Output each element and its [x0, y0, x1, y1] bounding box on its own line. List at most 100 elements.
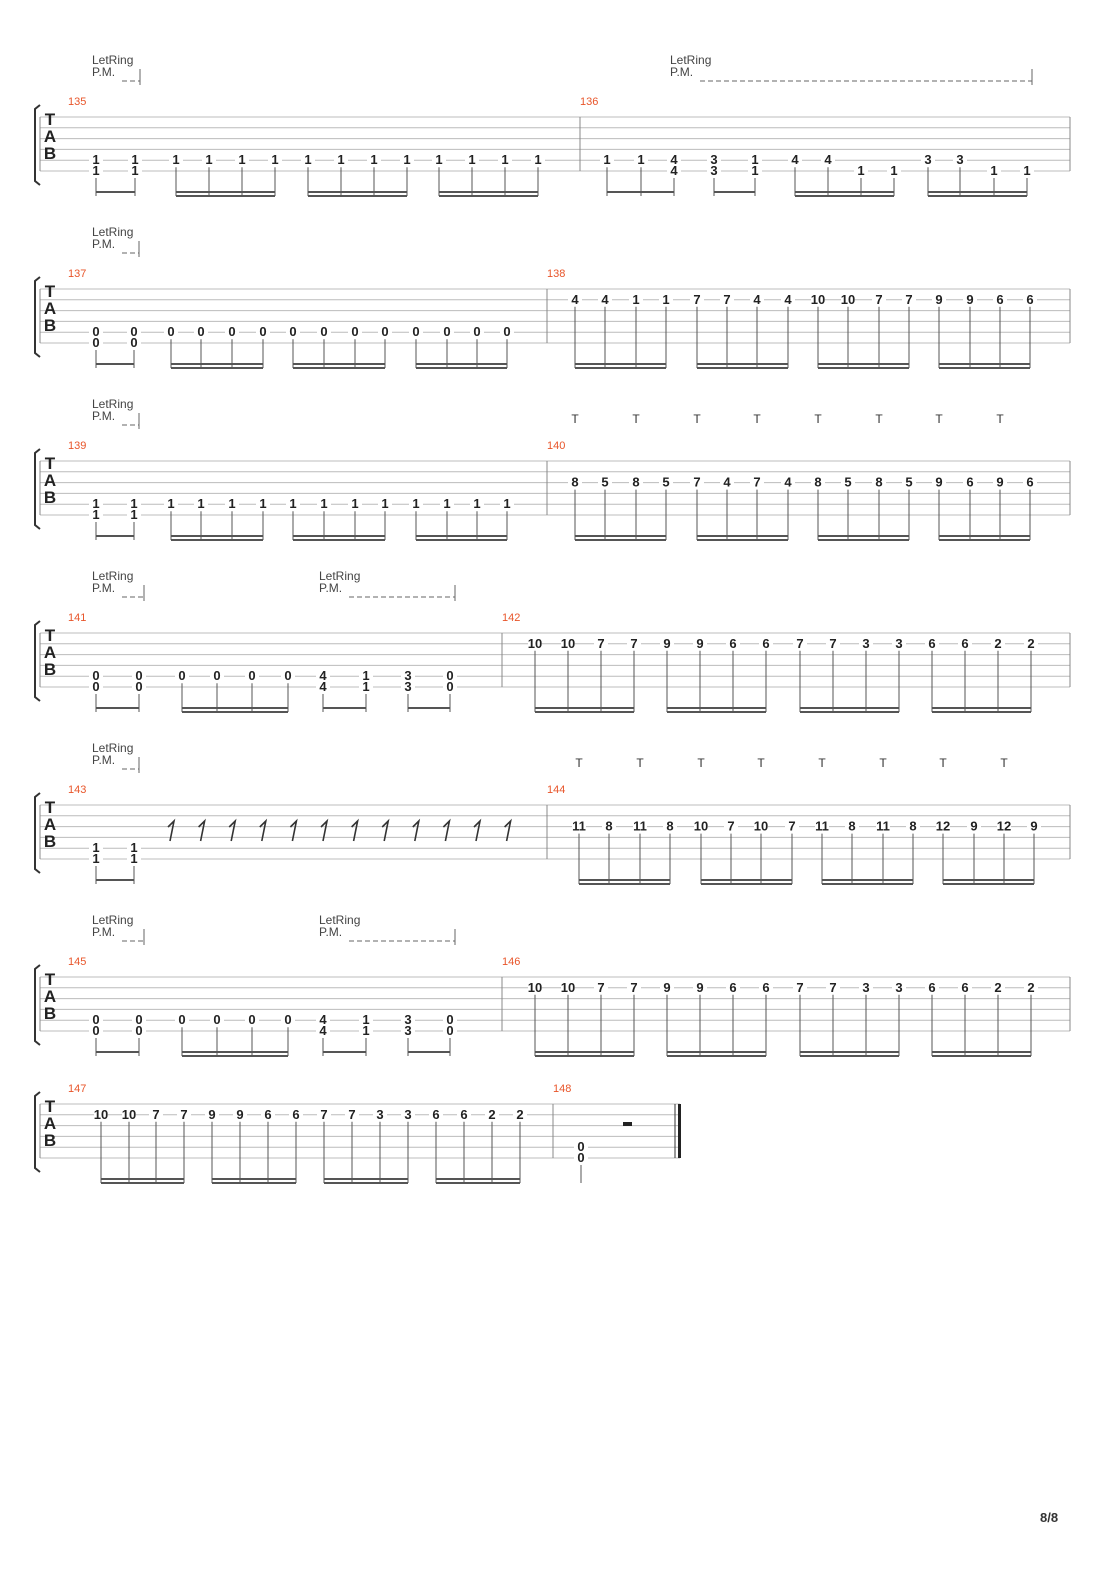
- fret-number: 6: [729, 636, 736, 651]
- fret-mask: [127, 510, 141, 521]
- tab-clef-letter: A: [44, 643, 56, 662]
- rest-symbol: [228, 818, 237, 842]
- fret-number: 1: [92, 163, 99, 178]
- fret-number: 1: [92, 152, 99, 167]
- fret-mask: [815, 821, 829, 833]
- fret-number: 6: [996, 292, 1003, 307]
- fret-number: 10: [811, 292, 825, 307]
- fret-mask: [568, 477, 582, 489]
- fret-number: 6: [762, 980, 769, 995]
- fret-number: 1: [503, 496, 510, 511]
- fret-mask: [892, 982, 906, 994]
- fret-number: 8: [632, 475, 639, 490]
- fret-number: 1: [412, 496, 419, 511]
- fret-mask: [659, 294, 673, 306]
- fret-mask: [470, 499, 484, 511]
- palm-mute-label: P.M.: [92, 237, 115, 251]
- fret-mask: [781, 477, 795, 489]
- fret-number: 5: [662, 475, 669, 490]
- fret-mask: [316, 1015, 330, 1027]
- fret-mask: [693, 638, 707, 650]
- fret-number: 1: [1023, 163, 1030, 178]
- fret-mask: [443, 1015, 457, 1027]
- fret-number: 0: [577, 1139, 584, 1154]
- fret-number: 3: [862, 636, 869, 651]
- fret-number: 4: [319, 679, 327, 694]
- fret-mask: [594, 638, 608, 650]
- fret-number: 0: [197, 324, 204, 339]
- tap-marker: T: [939, 756, 947, 770]
- fret-mask: [660, 982, 674, 994]
- fret-mask: [359, 682, 373, 693]
- fret-mask: [89, 327, 103, 339]
- fret-number: 4: [791, 152, 799, 167]
- fret-mask: [528, 638, 542, 650]
- fret-mask: [845, 821, 859, 833]
- fret-number: 0: [135, 679, 142, 694]
- fret-mask: [694, 821, 708, 833]
- fret-number: 3: [404, 668, 411, 683]
- fret-mask: [788, 155, 802, 167]
- fret-number: 0: [446, 668, 453, 683]
- fret-mask: [811, 294, 825, 306]
- fret-mask: [210, 671, 224, 683]
- fret-number: 3: [404, 1107, 411, 1122]
- fret-mask: [127, 338, 141, 349]
- fret-mask: [378, 327, 392, 339]
- fret-mask: [987, 166, 1001, 177]
- fret-mask: [568, 294, 582, 306]
- tap-marker: T: [996, 412, 1004, 426]
- fret-number: 1: [205, 152, 212, 167]
- fret-number: 9: [996, 475, 1003, 490]
- fret-mask: [177, 1109, 191, 1121]
- fret-mask: [367, 155, 381, 167]
- fret-mask: [89, 166, 103, 177]
- fret-number: 1: [238, 152, 245, 167]
- system-bracket: [34, 448, 41, 530]
- fret-number: 9: [1030, 819, 1037, 834]
- fret-mask: [513, 1109, 527, 1121]
- fret-mask: [663, 821, 677, 833]
- fret-number: 9: [935, 475, 942, 490]
- fret-mask: [785, 821, 799, 833]
- fret-number: 7: [693, 292, 700, 307]
- fret-number: 0: [135, 1012, 142, 1027]
- fret-mask: [465, 155, 479, 167]
- fret-number: 6: [264, 1107, 271, 1122]
- fret-number: 1: [662, 292, 669, 307]
- fret-number: 0: [351, 324, 358, 339]
- fret-number: 0: [167, 324, 174, 339]
- fret-number: 1: [751, 163, 758, 178]
- fret-mask: [89, 338, 103, 349]
- fret-mask: [561, 982, 575, 994]
- rest-symbol: [442, 818, 451, 842]
- fret-number: 5: [844, 475, 851, 490]
- fret-number: 4: [784, 292, 792, 307]
- fret-mask: [401, 1109, 415, 1121]
- rest-symbol: [351, 818, 359, 842]
- fret-number: 4: [670, 152, 678, 167]
- fret-mask: [89, 1026, 103, 1037]
- fret-mask: [245, 1015, 259, 1027]
- fret-mask: [572, 821, 586, 833]
- fret-mask: [194, 327, 208, 339]
- fret-mask: [707, 155, 721, 167]
- fret-number: 12: [997, 819, 1011, 834]
- palm-mute-label: P.M.: [92, 925, 115, 939]
- fret-number: 1: [473, 496, 480, 511]
- tab-clef-letter: A: [44, 299, 56, 318]
- fret-number: 9: [208, 1107, 215, 1122]
- palm-mute-label: P.M.: [319, 581, 342, 595]
- fret-mask: [235, 155, 249, 167]
- fret-number: 11: [876, 819, 890, 834]
- fret-mask: [443, 682, 457, 693]
- fret-number: 2: [1027, 636, 1034, 651]
- fret-mask: [169, 155, 183, 167]
- fret-number: 1: [370, 152, 377, 167]
- fret-number: 0: [178, 1012, 185, 1027]
- fret-mask: [132, 682, 146, 693]
- fret-mask: [953, 155, 967, 167]
- fret-number: 0: [135, 668, 142, 683]
- fret-mask: [122, 1109, 136, 1121]
- fret-number: 0: [92, 1012, 99, 1027]
